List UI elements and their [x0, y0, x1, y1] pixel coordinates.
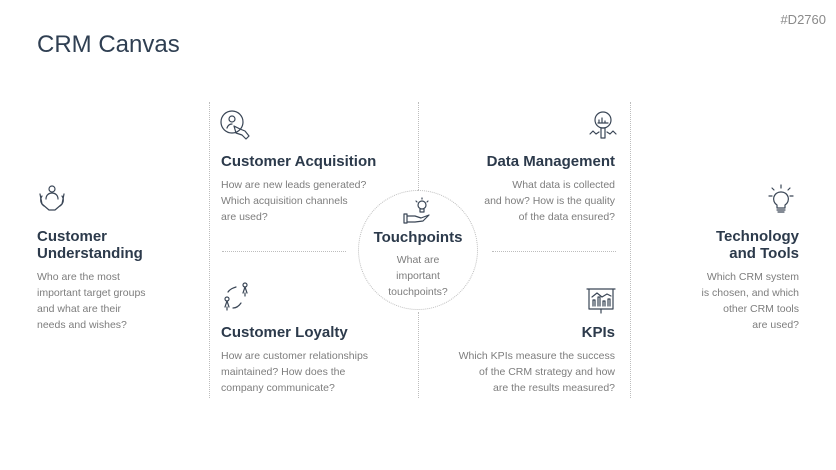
slide-code: #D2760 [780, 12, 826, 27]
people-cycle-icon [220, 281, 252, 318]
page-title: CRM Canvas [37, 31, 180, 58]
kpis-heading: KPIs [581, 324, 615, 341]
lightbulb-icon [767, 184, 795, 221]
divider [209, 102, 210, 398]
divider [222, 251, 346, 252]
divider [492, 251, 616, 252]
acquisition-heading: Customer Acquisition [221, 153, 377, 170]
hands-person-icon [37, 184, 67, 221]
hand-pointing-person-icon [220, 110, 252, 147]
divider [418, 102, 419, 190]
acquisition-body: How are new leads generated?Which acquis… [221, 179, 367, 223]
hand-lightbulb-icon [402, 197, 432, 230]
divider [630, 102, 631, 398]
divider [418, 312, 419, 398]
loyalty-heading: Customer Loyalty [221, 324, 348, 341]
touchpoints-circle [358, 190, 478, 310]
touchpoints-heading: Touchpoints [373, 229, 463, 246]
presentation-board-icon [585, 287, 617, 320]
data-heading: Data Management [486, 153, 615, 170]
magnifier-chart-icon [588, 110, 618, 147]
